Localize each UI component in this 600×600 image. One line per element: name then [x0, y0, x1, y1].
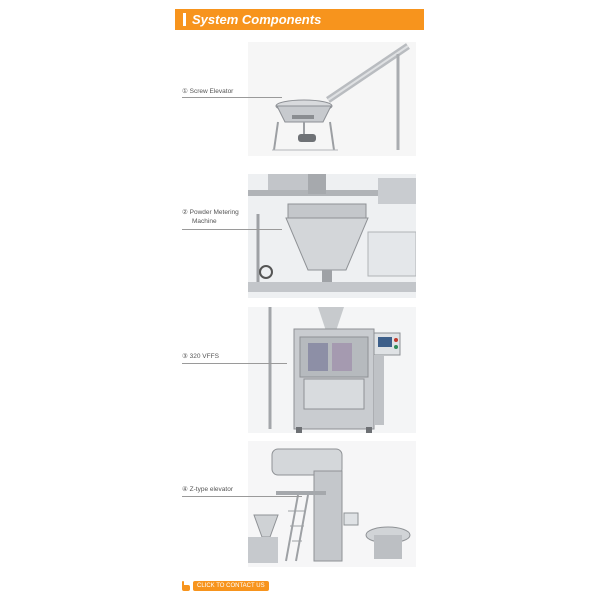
component-label-powder-metering: ② Powder Metering Machine	[182, 209, 239, 225]
leader-line	[182, 229, 282, 230]
leader-line	[182, 97, 282, 98]
header-bar	[183, 13, 186, 26]
component-label-z-elevator: ④ Z-type elevator	[182, 486, 233, 493]
component-label-vffs: ③ 320 VFFS	[182, 353, 219, 360]
contact-button-label[interactable]: CLICK TO CONTACT US	[193, 581, 269, 591]
contact-button[interactable]: CLICK TO CONTACT US	[179, 580, 269, 592]
leader-line	[182, 496, 302, 497]
screw-elevator-photo	[248, 42, 416, 156]
component-label-screw-elevator: ① Screw Elevator	[182, 88, 234, 95]
z-elevator-photo	[248, 441, 416, 567]
section-header: System Components	[175, 9, 424, 30]
pointing-hand-icon	[182, 581, 190, 591]
section-title: System Components	[192, 12, 322, 27]
leader-line	[182, 363, 287, 364]
vffs-photo	[248, 307, 416, 433]
powder-metering-photo	[248, 174, 416, 298]
